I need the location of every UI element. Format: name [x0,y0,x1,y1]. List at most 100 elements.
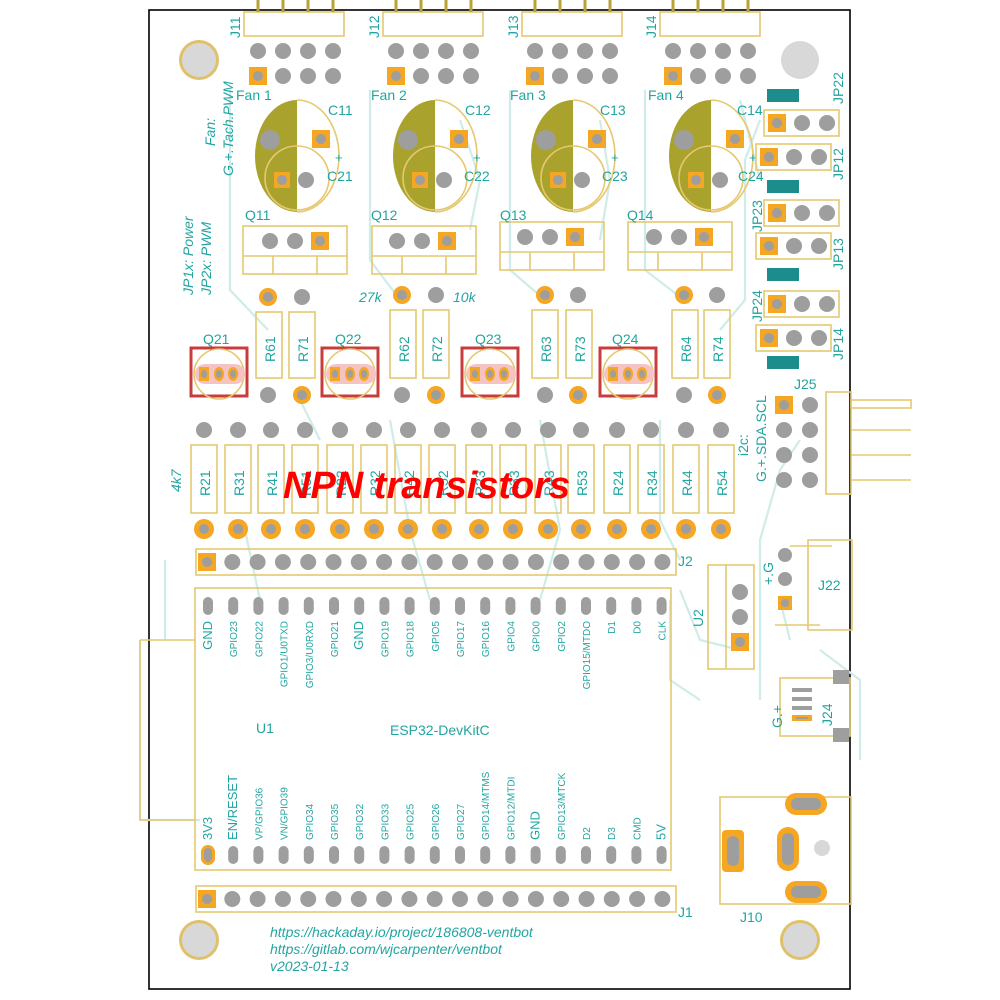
resistor-r51: R51 [291,422,319,539]
module-top-pad [278,597,289,615]
j1-pin [300,891,317,907]
module-top-pin-label: GPIO2 [557,621,568,652]
module-bottom-pin-label: GPIO25 [406,803,417,840]
capacitor-ref-c22: C22 [464,168,490,184]
module-bottom-pin-label: VP/GPIO36 [254,787,265,840]
fan-label-3: Fan 3 [510,87,546,103]
module-name: ESP32-DevKitC [390,722,490,738]
module-top-pad [253,597,264,615]
module-bottom-pin-label: VN/GPIO39 [280,787,291,840]
j2-pin [350,554,367,570]
module-top-pad [404,597,415,615]
j1-pin [249,891,266,907]
header-ref-j1: J1 [678,904,693,920]
module-bottom-pin-label: CMD [632,817,643,840]
connector-ref-j10: J10 [740,909,763,925]
i2c-label-line2: G.+.SDA.SCL [753,395,769,482]
capacitor-c14: + [669,99,757,213]
solder-jumper-3 [767,268,799,281]
module-bottom-pin-label: 5V [654,824,669,840]
fan-label-2: Fan 2 [371,87,407,103]
j2-pin [300,554,317,570]
resistor-value-4k7: 4k7 [168,468,184,492]
jumper-jp12 [755,143,832,171]
j2-pin [603,554,620,570]
fan-header-j12 [382,0,484,85]
module-bottom-pin-label: GPIO26 [431,803,442,840]
module-top-pin-label: CLK [658,621,669,641]
j2-pin [654,554,671,570]
resistor-ref-r64: R64 [678,336,694,362]
module-ref-u1: U1 [256,720,274,736]
capacitor-ref-c13: C13 [600,102,626,118]
capacitor-ref-c11: C11 [328,102,353,118]
small-transistor-q23 [460,346,520,400]
j2-pin [527,554,544,570]
capacitor-ref-c12: C12 [465,102,491,118]
svg-text:+: + [473,150,481,165]
connector-pins-j22: +.G [760,562,776,585]
module-bottom-pad [253,846,264,864]
module-bottom-pad [530,846,541,864]
resistor-r44: R44 [672,422,700,539]
module-bottom-pad [429,846,440,864]
module-bottom-pin-label: GPIO33 [380,803,391,840]
fan-header-ref-j14: J14 [643,15,659,38]
module-top-pin-label: GPIO17 [456,621,467,658]
module-top-pad [480,597,491,615]
j1-pin [477,891,494,907]
module-bottom-pad [631,846,642,864]
j1-pin [603,891,620,907]
j1-pin [553,891,570,907]
module-bottom-pad [656,846,667,864]
module-top-pad [354,597,365,615]
j2-pin [452,554,468,570]
capacitor-ref-c14: C14 [737,102,763,118]
capacitor-c11: + [255,99,343,213]
module-bottom-pin-label: EN/RESET [225,775,240,840]
j2-pin [578,554,595,570]
connector-pins-j24: G.+ [769,705,785,728]
j1-pin [426,891,443,907]
j2-pin [401,554,418,570]
module-top-pad [656,597,667,615]
module-bottom-pin-label: GND [528,811,543,840]
resistor-ref-r22: R22 [333,470,349,496]
transistor-ref-q23: Q23 [475,331,502,347]
module-bottom-pad [278,846,289,864]
resistor-r34: R34 [637,422,665,539]
fan-header-ref-j12: J12 [366,15,382,38]
jumper-ref-jp12: JP12 [830,148,846,180]
resistor-ref-r42: R42 [401,470,417,496]
resistor-ref-r41: R41 [264,470,280,496]
module-top-pad [505,597,516,615]
j2-pin [274,554,291,570]
power-transistor-q13 [499,221,605,271]
module-top-pin-label: GPIO1/U0TXD [280,621,291,687]
j1-pin [224,891,241,907]
jumper-ref-jp13: JP13 [830,238,846,270]
connector-ref-j24: J24 [819,703,835,726]
capacitor-ref-c24: C24 [738,168,764,184]
module-bottom-pin-label: D2 [582,827,593,840]
module-top-pad [606,597,617,615]
connector-ref-j22: J22 [818,577,841,593]
upper-resistor-group: R61 R71 R62 R72 R63 R73 R64 R74 27k 10k [255,286,731,404]
fan-header-ref-j11: J11 [227,16,243,38]
regulator-ref-u2: U2 [690,609,706,627]
module-bottom-pad [303,846,314,864]
module-top-pin-label: GPIO21 [330,621,341,658]
resistor-r24: R24 [603,422,631,539]
resistor-r54: R54 [707,422,735,539]
module-top-pin-label: GPIO15/MTDO [582,621,593,690]
fan-note-line1: Fan: [202,118,218,146]
module-top-pin-label: GND [351,621,366,650]
j2-pin [502,554,519,570]
resistor-r32: R32 [360,422,388,539]
module-top-pin-label: GPIO4 [506,621,517,652]
jumper-jp23 [763,199,840,227]
small-transistor-q24 [598,346,658,400]
j2-pin [325,554,342,570]
svg-text:+: + [749,150,757,165]
j1-pin [527,891,544,907]
